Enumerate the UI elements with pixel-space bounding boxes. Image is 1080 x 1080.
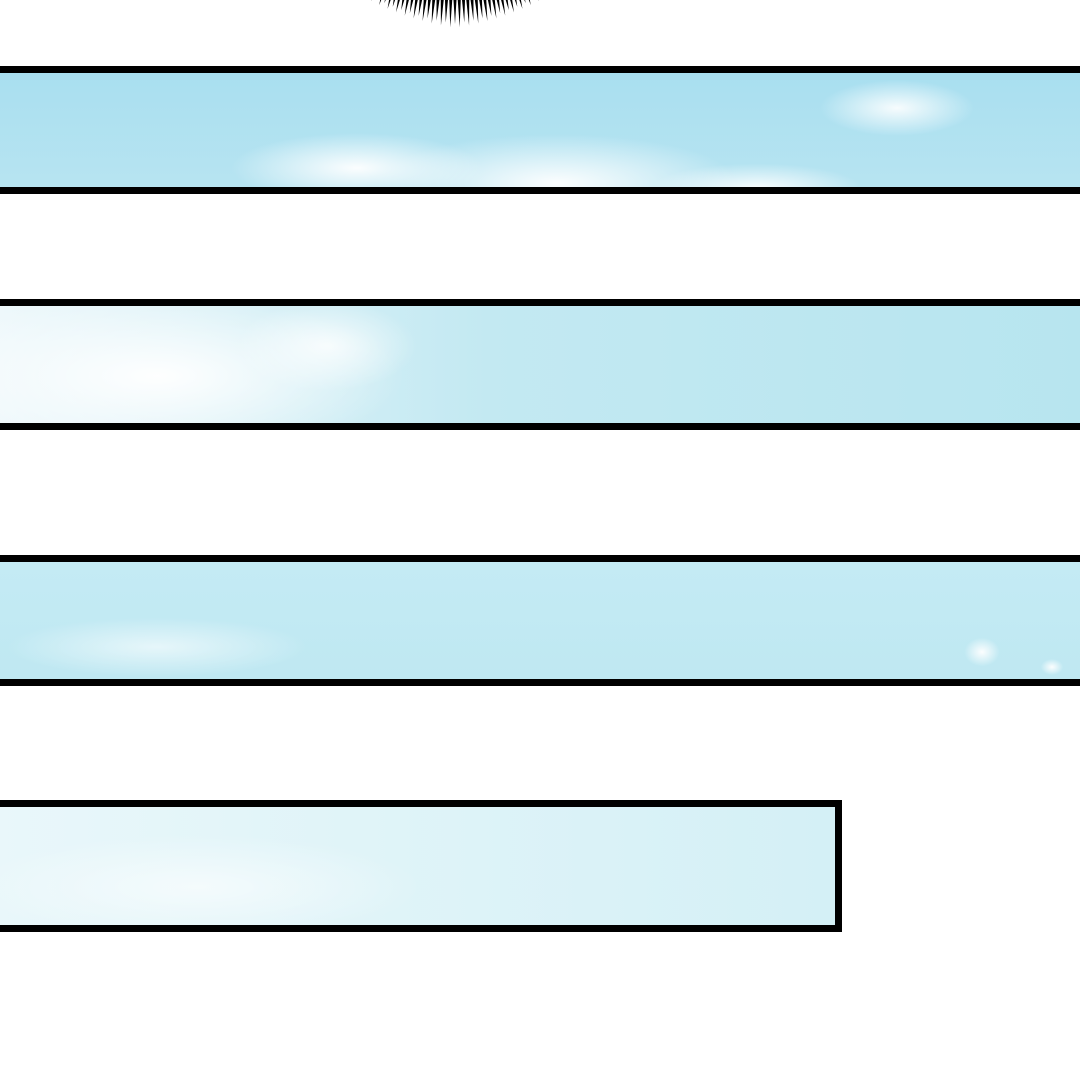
burst-spike	[470, 0, 474, 21]
comic-panel-sky-4	[0, 800, 842, 932]
burst-spike	[487, 0, 492, 16]
burst-spike	[483, 0, 488, 22]
burst-spike	[431, 0, 436, 24]
burst-spike	[413, 0, 418, 19]
burst-spike	[396, 0, 400, 13]
emphasis-burst-lines	[370, 0, 540, 28]
burst-spike	[384, 0, 386, 4]
burst-spike	[409, 0, 414, 14]
burst-spike	[422, 0, 427, 22]
burst-spike	[436, 0, 440, 21]
burst-spike	[370, 0, 372, 2]
comic-panel-sky-1	[0, 66, 1080, 194]
burst-spike	[418, 0, 423, 16]
burst-spike	[453, 0, 457, 24]
burst-spike	[392, 0, 396, 7]
comic-panel-sky-2	[0, 299, 1080, 430]
burst-spike	[519, 0, 523, 9]
comic-panel-sky-3	[0, 555, 1080, 686]
burst-spike	[457, 0, 461, 28]
burst-spike	[492, 0, 497, 19]
burst-spike	[401, 0, 405, 11]
burst-spike	[427, 0, 431, 19]
burst-spike	[510, 0, 514, 13]
burst-spike	[449, 0, 453, 28]
burst-spike	[404, 0, 409, 16]
burst-spike	[528, 0, 531, 6]
burst-spike	[466, 0, 470, 26]
burst-spike	[496, 0, 501, 14]
burst-spike	[479, 0, 483, 19]
burst-spike	[524, 0, 526, 4]
burst-spike	[501, 0, 506, 16]
burst-spike	[379, 0, 382, 6]
burst-spike	[474, 0, 479, 24]
burst-spike	[440, 0, 444, 26]
burst-spike	[462, 0, 465, 23]
burst-spike	[538, 0, 540, 2]
burst-spike	[505, 0, 509, 11]
burst-spike	[514, 0, 518, 7]
burst-spike	[387, 0, 391, 9]
burst-spike	[445, 0, 448, 23]
